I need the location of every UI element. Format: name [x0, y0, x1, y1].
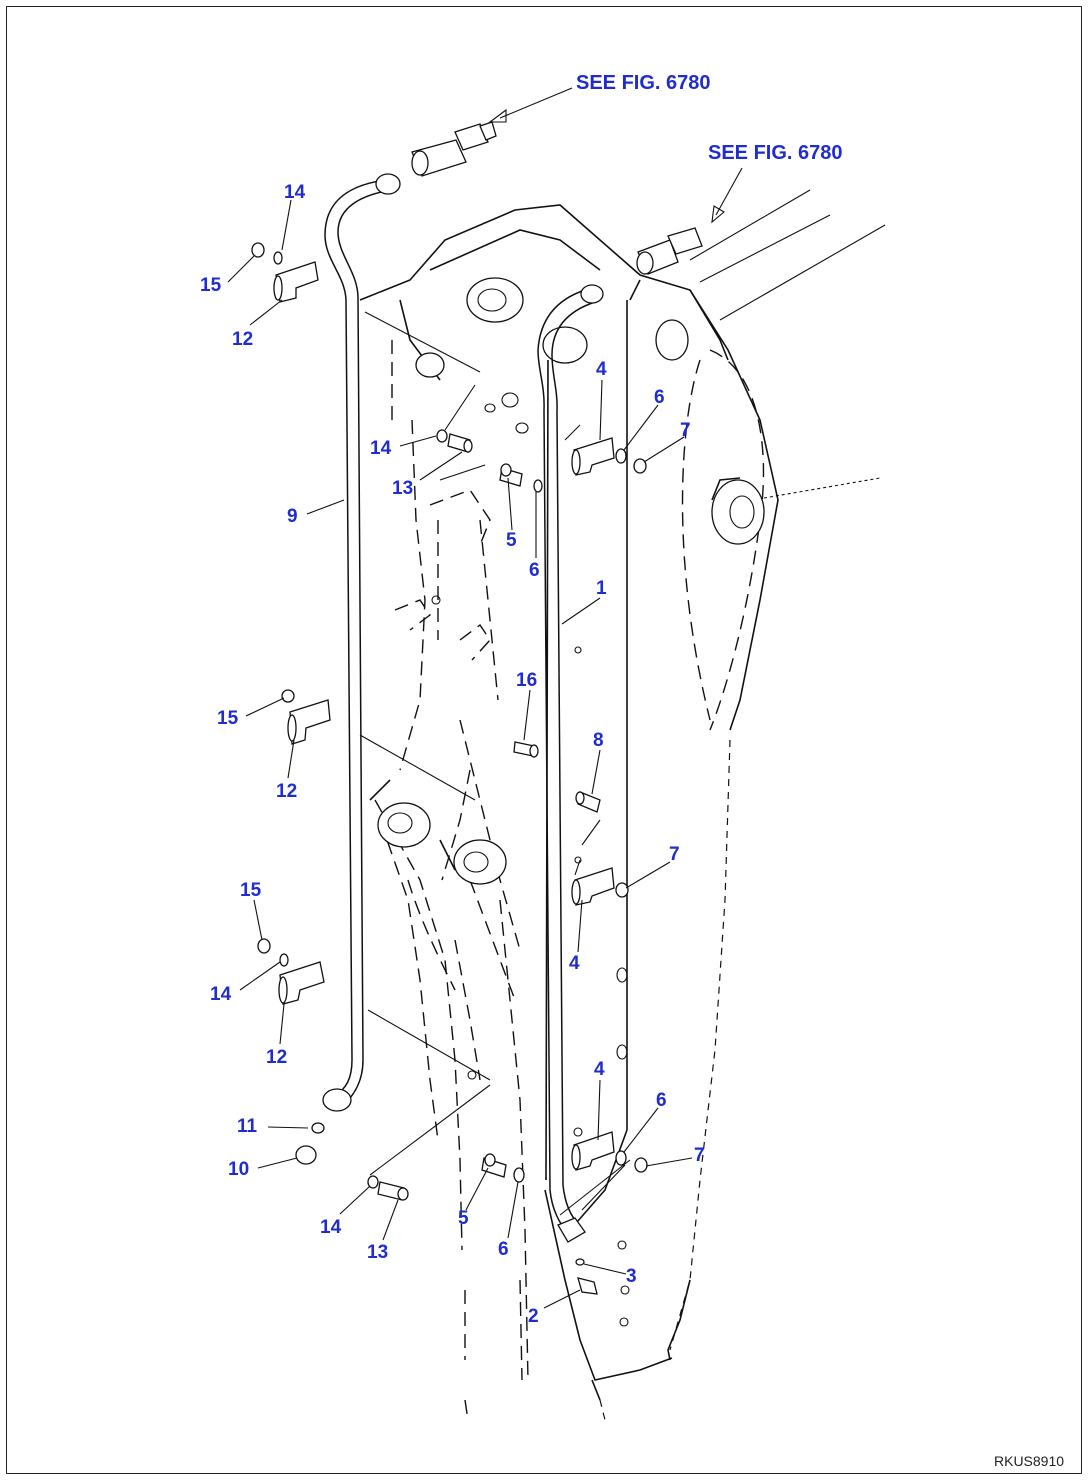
callout-12: 12: [266, 1047, 287, 1068]
callout-14: 14: [370, 438, 392, 459]
callout-5: 5: [458, 1208, 469, 1229]
callout-8: 8: [593, 730, 604, 751]
callout-13: 13: [392, 478, 413, 499]
callout-6: 6: [654, 387, 665, 408]
clamp-4-bottom: [571, 1131, 615, 1171]
hose-9: [322, 173, 401, 1112]
drawing-frame: [6, 6, 1082, 1474]
callout-5: 5: [506, 530, 517, 551]
callout-7: 7: [694, 1145, 705, 1166]
drawing-code: RKUS8910: [994, 1453, 1064, 1469]
clamp-12-top: [273, 261, 319, 303]
see-fig-reference-right: SEE FIG. 6780: [708, 142, 843, 164]
callout-15: 15: [200, 275, 222, 296]
callout-13: 13: [367, 1242, 388, 1263]
callout-14: 14: [210, 984, 232, 1005]
clamp-12-bottom: [278, 961, 325, 1005]
callout-numbers: 14 15 12 9 14 13 5 6 4 6 7 1 16 8 15 12 …: [200, 182, 705, 1327]
callout-4: 4: [594, 1059, 605, 1080]
callout-14: 14: [320, 1217, 342, 1238]
callout-15: 15: [240, 880, 262, 901]
callout-9: 9: [287, 506, 298, 527]
callout-15: 15: [217, 708, 239, 729]
callout-6: 6: [656, 1090, 667, 1111]
fitting-top-right: [636, 227, 703, 275]
arm-structure: [359, 189, 886, 1421]
callout-12: 12: [276, 781, 297, 802]
hardware-parts: [251, 242, 648, 1295]
callout-6: 6: [529, 560, 540, 581]
see-fig-reference-top: SEE FIG. 6780: [576, 72, 711, 94]
hose-1: [537, 284, 604, 1243]
callout-16: 16: [516, 670, 537, 691]
callout-3: 3: [626, 1266, 637, 1287]
callout-6: 6: [498, 1239, 509, 1260]
callout-11: 11: [237, 1116, 258, 1137]
callout-1: 1: [596, 578, 607, 599]
fitting-top-left: [411, 121, 497, 177]
callout-2: 2: [528, 1306, 539, 1327]
callout-14: 14: [284, 182, 306, 203]
clamp-12-middle: [287, 699, 331, 745]
clamp-4-top: [571, 437, 615, 476]
callout-4: 4: [569, 953, 580, 974]
callout-7: 7: [680, 420, 691, 441]
callout-7: 7: [669, 844, 680, 865]
callout-4: 4: [596, 359, 607, 380]
clamp-4-middle: [571, 867, 615, 906]
callout-10: 10: [228, 1159, 249, 1180]
callout-leaders: [227, 87, 743, 1309]
callout-12: 12: [232, 329, 253, 350]
